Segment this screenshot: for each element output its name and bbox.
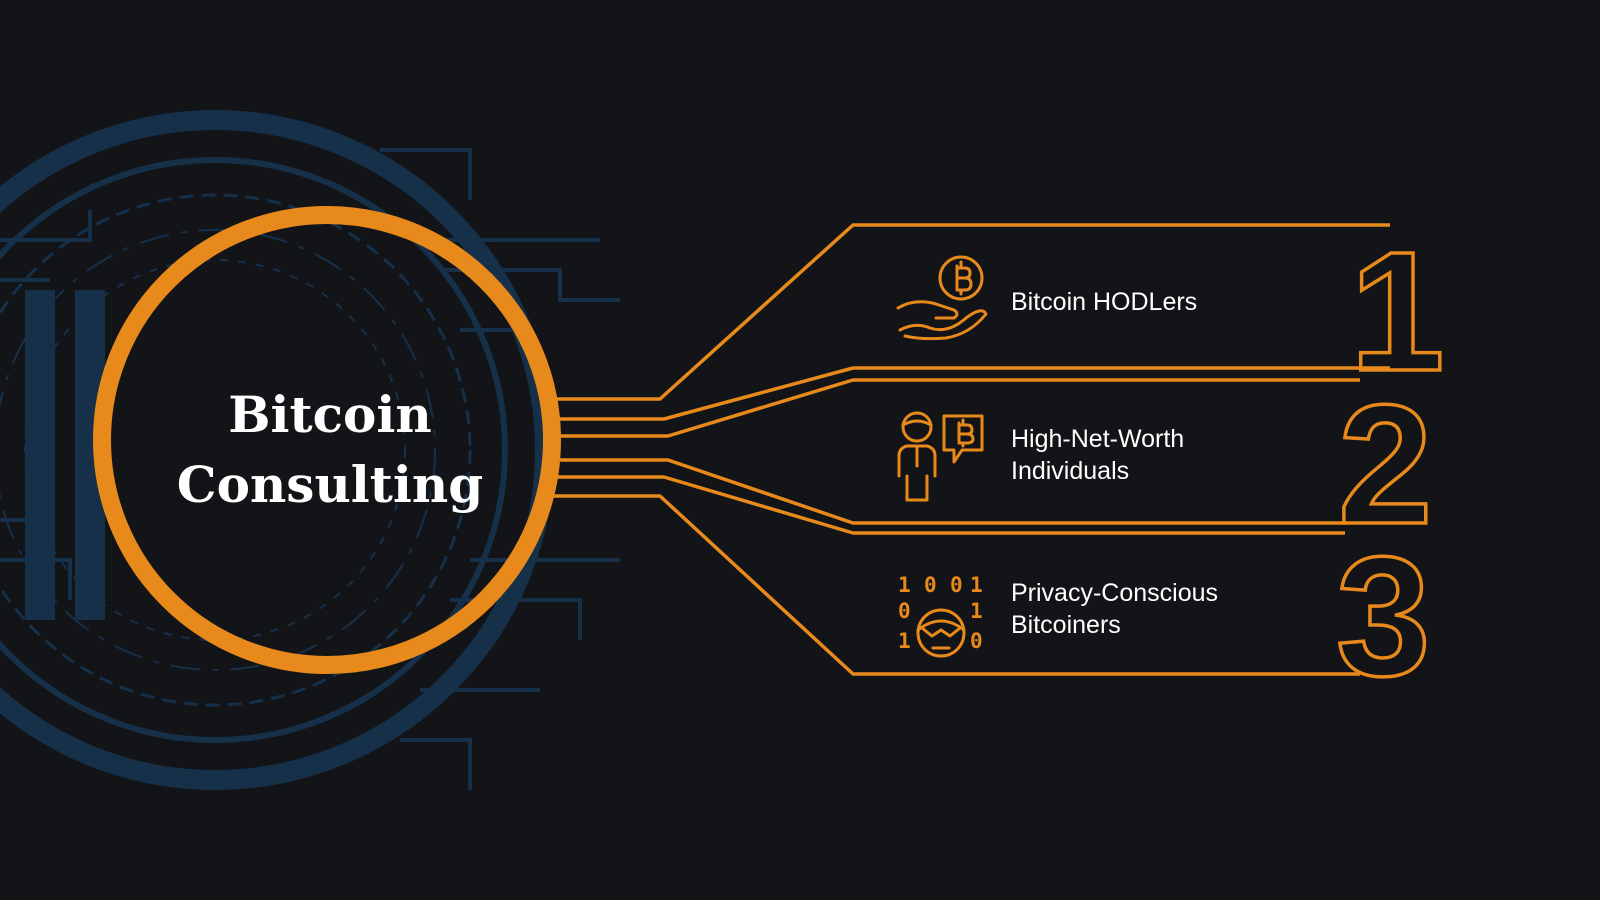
person-bitcoin-speech-icon: [897, 411, 984, 502]
binary-digit: 0: [898, 599, 911, 623]
hub-title-line-2: Consulting: [176, 455, 484, 514]
hand-holding-bitcoin-icon: [896, 255, 988, 341]
binary-digit: 1: [898, 573, 911, 597]
segment-label-line: Individuals: [1011, 457, 1130, 485]
binary-digit: 1: [970, 599, 983, 623]
segment-number-2: 2: [1338, 370, 1433, 560]
segment-label-line: Bitcoiners: [1011, 611, 1121, 639]
binary-digit: 1: [898, 629, 911, 653]
segment-label-line: Privacy-Conscious: [1011, 579, 1219, 607]
binary-digit: 0: [970, 629, 983, 653]
hub-title: Bitcoin Consulting: [150, 380, 510, 520]
hub-ring: [93, 206, 561, 674]
segment-label-3: Privacy-Conscious Bitcoiners: [1011, 577, 1218, 641]
connector-channels: [542, 223, 1390, 676]
binary-digit: 0: [924, 573, 937, 597]
segment-number-3: 3: [1336, 522, 1431, 712]
binary-digit: 1: [970, 573, 983, 597]
anonymous-person-binary-icon: 1 0 0 1 0 1 1 0: [898, 573, 983, 658]
hub-title-line-1: Bitcoin: [228, 385, 432, 444]
segment-number-1: 1: [1350, 217, 1445, 407]
segment-label-1: Bitcoin HODLers: [1011, 286, 1197, 318]
binary-digit: 0: [950, 573, 963, 597]
segment-label-2: High-Net-Worth Individuals: [1011, 423, 1184, 487]
segment-label-line: Bitcoin HODLers: [1011, 288, 1198, 316]
segment-label-line: High-Net-Worth: [1011, 425, 1185, 453]
